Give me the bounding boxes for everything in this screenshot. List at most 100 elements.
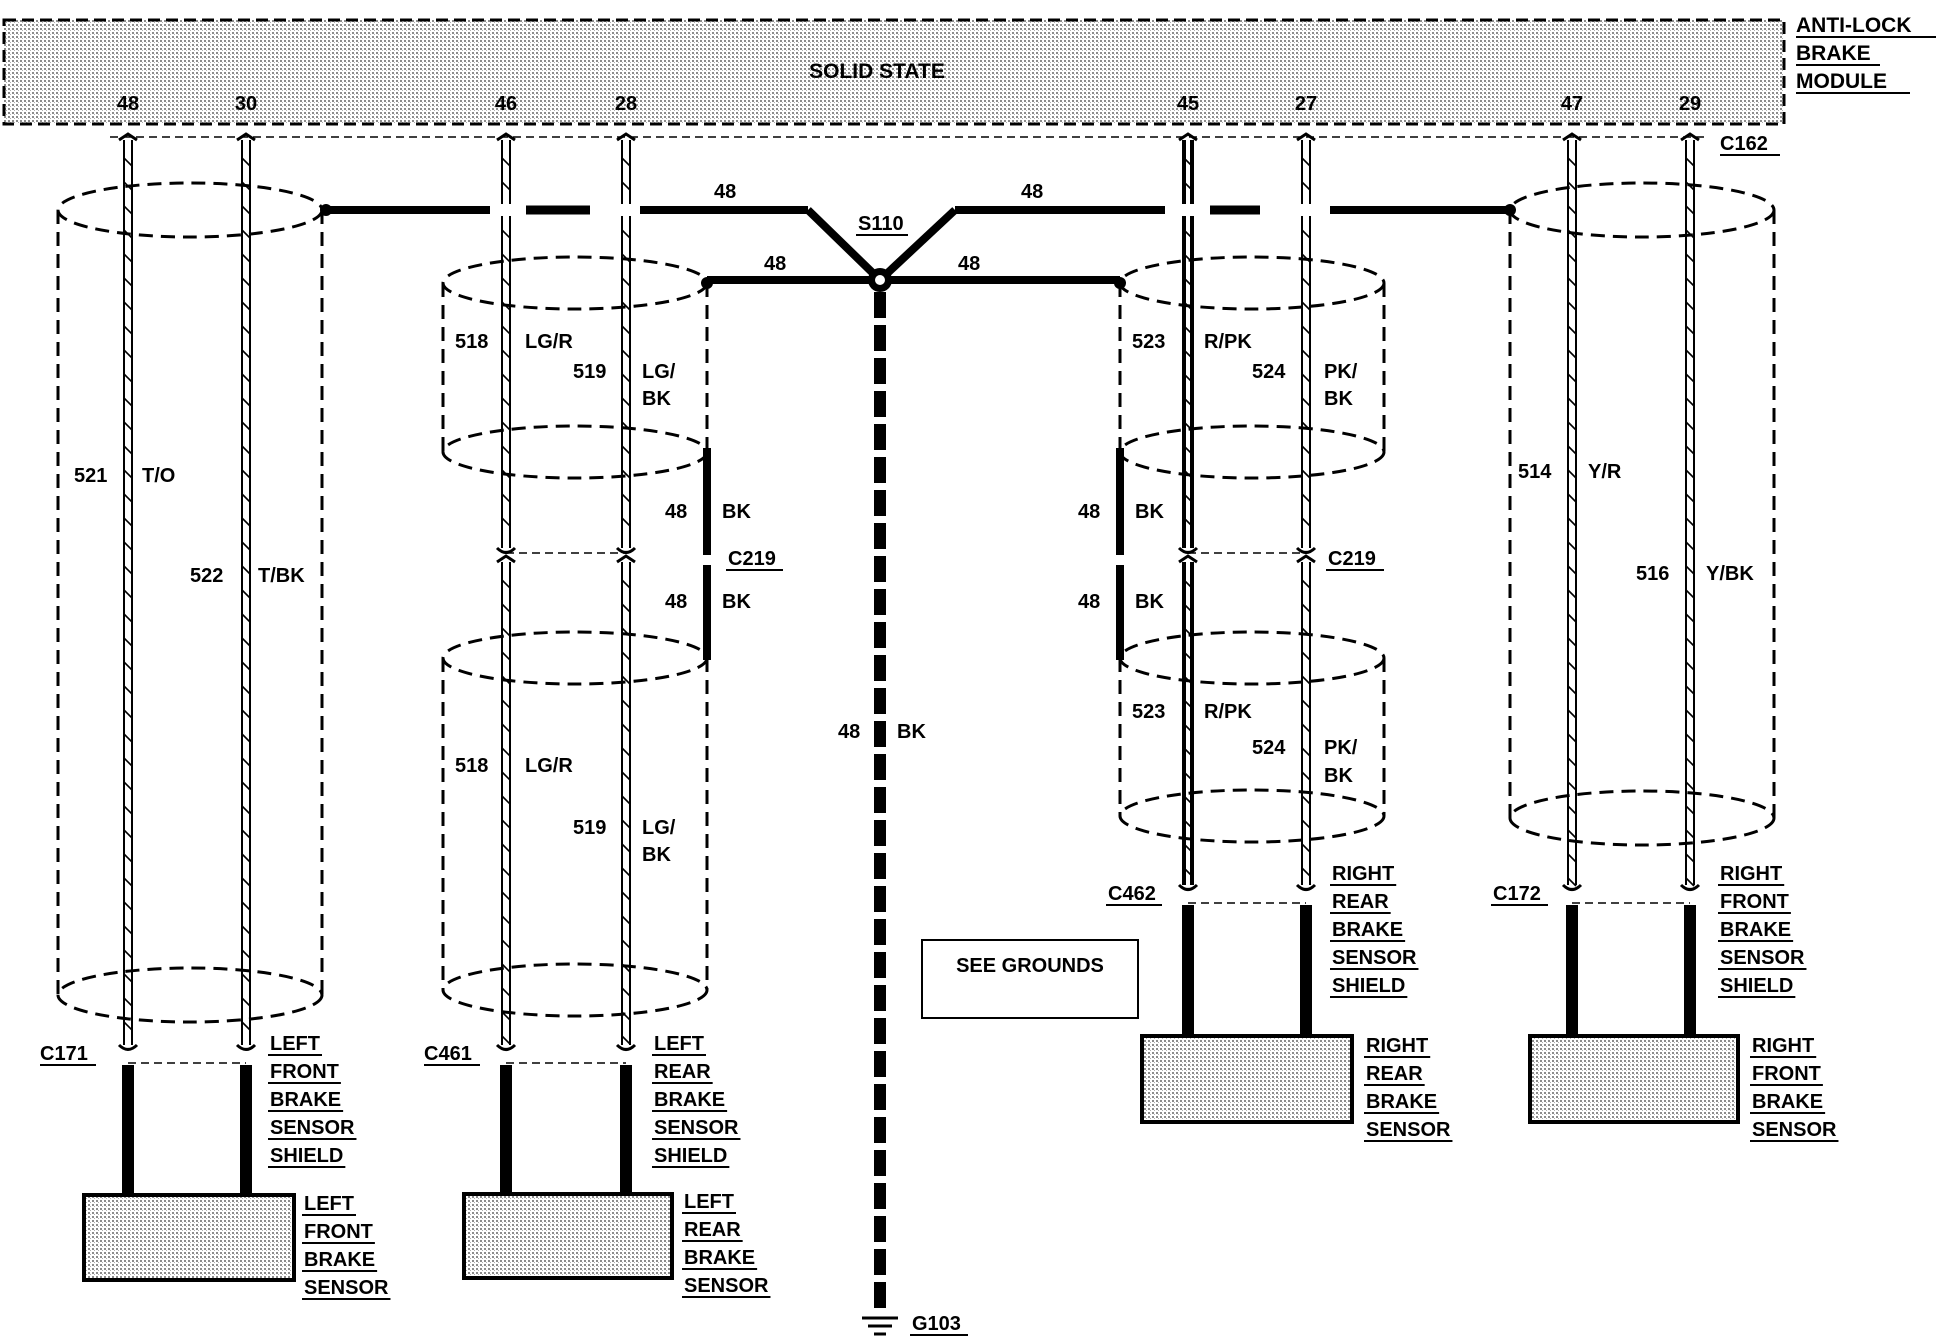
left-front-wire-1-circuit: 521 — [74, 465, 107, 487]
right-rear-drain-upper-circuit: 48 — [1078, 501, 1100, 523]
splice-s110-label: S110 — [858, 213, 904, 235]
rf-sensor-line-2: FRONT — [1752, 1063, 1821, 1085]
pin-left-rear-a: 28 — [615, 93, 637, 115]
pin-right-rear-shield: 45 — [1177, 93, 1199, 115]
module-body — [2, 18, 1786, 126]
c162-label: C162 — [1720, 133, 1768, 155]
right-rear-lower-wire-2-color: PK/ — [1324, 737, 1358, 759]
right-front-shield-label: RIGHT FRONT BRAKE SENSOR SHIELD — [1718, 863, 1807, 998]
pin-left-rear-shield: 46 — [495, 93, 517, 115]
rf-shield-line-1: RIGHT — [1720, 863, 1782, 885]
rr-shield-line-1: RIGHT — [1332, 863, 1394, 885]
lf-shield-line-2: FRONT — [270, 1061, 339, 1083]
left-front-wire-2-circuit: 522 — [190, 565, 223, 587]
left-rear-upper-wire-1-circuit: 518 — [455, 331, 488, 353]
rr-shield-line-4: SENSOR — [1332, 947, 1417, 969]
rr-shield-line-5: SHIELD — [1332, 975, 1405, 997]
left-rear-shield-junction — [701, 277, 713, 289]
right-front-shield-cylinder — [1508, 181, 1776, 847]
right-rear-brake-sensor — [1140, 1034, 1354, 1124]
left-front-wire-a — [235, 132, 257, 1195]
right-front-wire-2-circuit: 516 — [1636, 563, 1669, 585]
splice-s110-center — [875, 275, 885, 285]
right-rear-lower-wire-1-color: R/PK — [1204, 701, 1252, 723]
pin-left-front-shield: 48 — [117, 93, 139, 115]
right-rear-wire-a — [1295, 132, 1317, 1036]
left-front-brake-sensor — [82, 1193, 296, 1282]
rr-sensor-line-2: REAR — [1366, 1063, 1423, 1085]
pin-right-front-a: 29 — [1679, 93, 1701, 115]
rf-sensor-line-1: RIGHT — [1752, 1035, 1814, 1057]
rf-shield-line-2: FRONT — [1720, 891, 1789, 913]
lr-shield-line-2: REAR — [654, 1061, 711, 1083]
lf-sensor-line-4: SENSOR — [304, 1277, 389, 1299]
c461-label: C461 — [424, 1043, 472, 1065]
right-front-wire-a — [1679, 132, 1701, 1036]
right-rear-shield-junction — [1114, 277, 1126, 289]
lf-shield-line-5: SHIELD — [270, 1145, 343, 1167]
module-name-line-2: BRAKE — [1796, 42, 1871, 65]
lr-shield-line-1: LEFT — [654, 1033, 704, 1055]
left-rear-upper-wire-2-circuit: 519 — [573, 361, 606, 383]
left-rear-brake-sensor — [462, 1192, 674, 1280]
rf-shield-line-3: BRAKE — [1720, 919, 1791, 941]
right-rear-drain-upper-color: BK — [1135, 501, 1164, 523]
left-rear-lower-wire-2-color: LG/ — [642, 817, 676, 839]
lr-shield-line-3: BRAKE — [654, 1089, 725, 1111]
left-rear-drain-upper-circuit: 48 — [665, 501, 687, 523]
left-rear-wire-a — [615, 132, 637, 1194]
lf-sensor-line-3: BRAKE — [304, 1249, 375, 1271]
left-rear-upper-wire-2-color: LG/ — [642, 361, 676, 383]
splice-circuit-label-2: 48 — [1021, 181, 1043, 203]
right-rear-lower-wire-1-circuit: 523 — [1132, 701, 1165, 723]
right-front-brake-sensor — [1528, 1034, 1740, 1124]
right-rear-drain-lower-color: BK — [1135, 591, 1164, 613]
left-c219-label: C219 — [728, 548, 776, 570]
module-name-line-1: ANTI-LOCK — [1796, 14, 1911, 37]
pin-left-front-a: 30 — [235, 93, 257, 115]
left-rear-lower-wire-2-circuit: 519 — [573, 817, 606, 839]
module-name-line-3: MODULE — [1796, 70, 1887, 93]
lr-sensor-line-3: BRAKE — [684, 1247, 755, 1269]
right-rear-upper-wire-2-color: PK/ — [1324, 361, 1358, 383]
left-rear-lower-wire-2-color2: BK — [642, 844, 671, 866]
right-c219-label: C219 — [1328, 548, 1376, 570]
splice-circuit-label-4: 48 — [958, 253, 980, 275]
rf-shield-line-4: SENSOR — [1720, 947, 1805, 969]
splice-circuit-label-3: 48 — [764, 253, 786, 275]
right-rear-shield-wire — [1177, 132, 1199, 1036]
rr-sensor-line-3: BRAKE — [1366, 1091, 1437, 1113]
lf-shield-line-4: SENSOR — [270, 1117, 355, 1139]
ground-g103-label: G103 — [912, 1313, 961, 1335]
left-rear-drain-lower-circuit: 48 — [665, 591, 687, 613]
left-rear-shield-label: LEFT REAR BRAKE SENSOR SHIELD — [652, 1033, 741, 1168]
right-rear-lower-wire-2-color2: BK — [1324, 765, 1353, 787]
lf-sensor-line-2: FRONT — [304, 1221, 373, 1243]
c171-label: C171 — [40, 1043, 88, 1065]
see-grounds-box[interactable] — [921, 939, 1139, 1019]
module-label: SOLID STATE — [809, 60, 945, 83]
rf-shield-line-5: SHIELD — [1720, 975, 1793, 997]
right-front-shield-junction — [1504, 204, 1516, 216]
lr-shield-line-5: SHIELD — [654, 1145, 727, 1167]
left-front-shield-wire — [117, 132, 139, 1195]
right-rear-upper-wire-2-color2: BK — [1324, 388, 1353, 410]
rr-shield-line-3: BRAKE — [1332, 919, 1403, 941]
right-front-shield-wire — [1561, 132, 1583, 1036]
lr-sensor-line-1: LEFT — [684, 1191, 734, 1213]
pin-right-front-shield: 47 — [1561, 93, 1583, 115]
lr-shield-line-4: SENSOR — [654, 1117, 739, 1139]
see-grounds-label[interactable]: SEE GROUNDS — [956, 955, 1104, 977]
rf-sensor-line-3: BRAKE — [1752, 1091, 1823, 1113]
left-front-shield-junction — [320, 204, 332, 216]
left-rear-shield-wire — [495, 132, 517, 1194]
left-rear-lower-wire-1-color: LG/R — [525, 755, 573, 777]
ground-wire-color: BK — [897, 721, 926, 743]
left-rear-upper-wire-2-color2: BK — [642, 388, 671, 410]
lr-sensor-line-4: SENSOR — [684, 1275, 769, 1297]
